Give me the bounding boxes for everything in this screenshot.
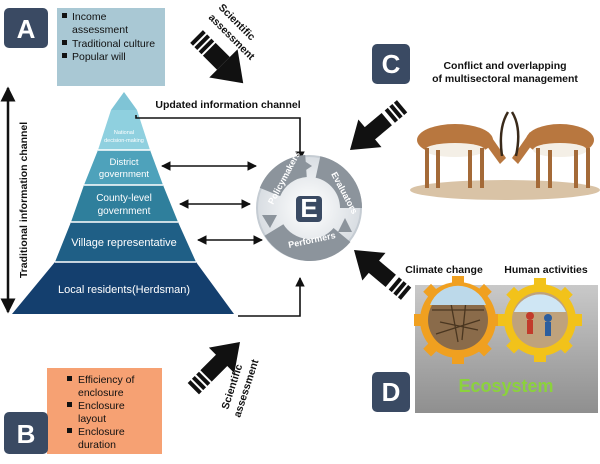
tier-district [84,150,163,185]
panel-b-item: duration [78,439,116,451]
panel-d-label-box [372,372,410,412]
bullet-icon [62,13,67,18]
panel-c-title: of multisectoral management [432,73,578,85]
tier-label: government [99,169,150,180]
updated-channel: Updated information channel [135,99,305,161]
panel-b-item: Enclosure [78,400,125,412]
tier-label: decision-making [104,138,144,144]
panel-e: Policymakers Evaluators Performers E [256,150,362,262]
bullet-icon [62,40,67,45]
panel-c-letter: C [382,49,401,79]
climate-change-label: Climate change [405,264,483,276]
climate-gear-icon [414,276,502,364]
tier-label: District [109,157,138,168]
tier-label: County-level [96,193,152,204]
panel-a-label-box [4,8,48,48]
panel-a-item: Income [72,11,107,23]
traditional-channel: Traditional information channel [0,86,30,314]
panel-a-item: assessment [72,24,128,36]
tier-national [98,110,150,150]
panel-a-letter: A [17,14,36,44]
panel-a-item: Popular will [72,51,126,63]
panel-a: A Income assessment Traditional culture … [4,8,165,86]
antelope-image [410,111,600,200]
bullet-icon [67,428,72,433]
panel-d-letter: D [382,377,401,407]
bullet-icon [67,376,72,381]
panel-b-item: enclosure [78,387,124,399]
panel-c-title: Conflict and overlapping [443,60,566,72]
double-arrows [161,161,263,245]
panel-b-letter: B [17,419,36,449]
human-activities-label: Human activities [504,264,588,276]
panel-d: Climate change Human activities [354,250,598,413]
tier-village [55,222,196,262]
panel-b: Efficiency of enclosure Enclosure layout… [4,368,162,454]
panel-e-label-box [296,196,322,222]
panel-e-letter: E [300,193,317,223]
tier-local [12,262,234,314]
tier-label: National [114,130,134,136]
panel-b-box [47,368,162,454]
panel-a-item: Traditional culture [72,38,155,50]
tier-label: Local residents(Herdsman) [58,284,190,296]
scientific-assessment-top: Scientific assessment [190,2,257,84]
updated-channel-label: Updated information channel [155,99,300,111]
updated-channel-arrow [135,115,305,161]
panel-c: C Conflict and overlapping of multisecto… [350,44,600,200]
ecosystem-label: Ecosystem [458,376,553,396]
tier-label: Village representative [71,237,177,249]
big-arrow-icon [190,30,244,84]
bullet-icon [67,402,72,407]
panel-c-label-box [372,44,410,84]
bullet-icon [62,53,67,58]
panel-b-item: layout [78,413,106,425]
big-arrow-icon [350,100,408,150]
panel-b-label-box [4,412,48,454]
panel-b-item: Enclosure [78,426,125,438]
pyramid: National decision-making District govern… [12,92,234,314]
human-gear-icon [498,278,582,362]
bottom-feedback-arrow [238,277,305,317]
scientific-assessment-bottom: Scientific assessment [187,342,262,419]
traditional-channel-label: Traditional information channel [18,122,30,278]
panel-a-box [57,8,165,86]
tier-label: government [98,206,151,217]
big-arrow-icon [354,250,412,300]
panel-b-item: Efficiency of [78,374,134,386]
big-arrow-icon [187,342,240,395]
tier-county [71,185,178,222]
